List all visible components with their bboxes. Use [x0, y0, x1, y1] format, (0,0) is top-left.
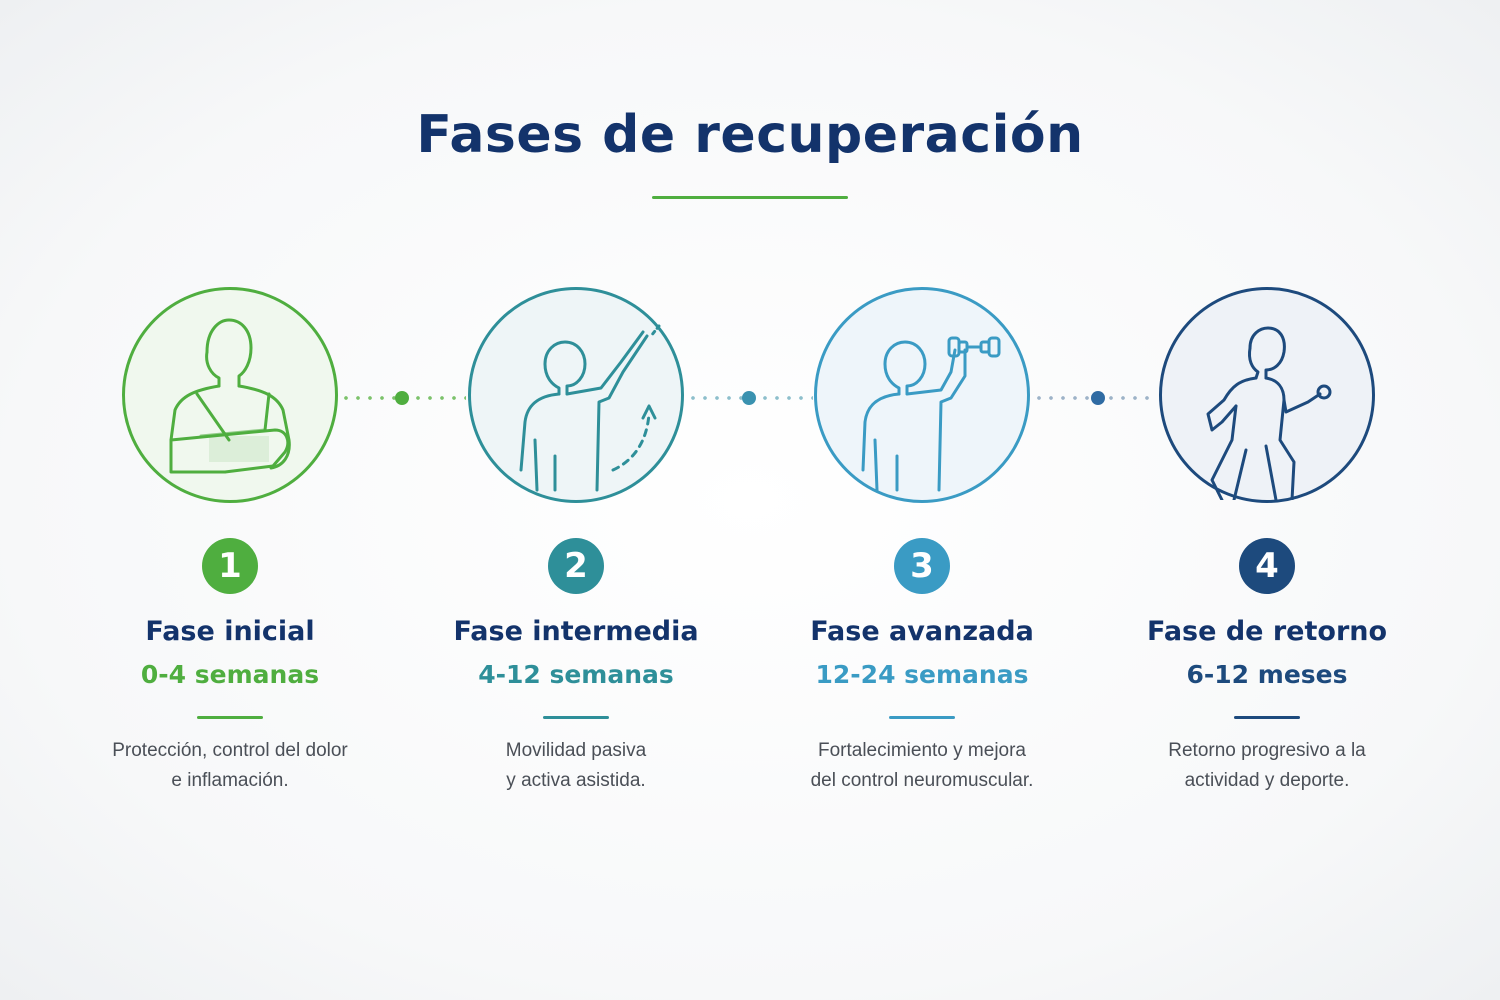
phase-2-duration: 4-12 semanas [478, 660, 674, 689]
phase-4-number-badge: 4 [1239, 538, 1295, 594]
phase-1-description: Protección, control del dolor e inflamac… [80, 736, 380, 796]
phase-4-divider [1234, 716, 1300, 719]
connector-dot-2 [742, 391, 756, 405]
phase-1-illustration [122, 287, 338, 503]
phase-2-divider [543, 716, 609, 719]
phase-2-name: Fase intermedia [453, 616, 699, 647]
connector-dot-1 [395, 391, 409, 405]
phase-3-duration: 12-24 semanas [815, 660, 1029, 689]
phase-2-description-line-1: Movilidad pasiva [505, 740, 647, 761]
phase-2-description-line-2: y activa asistida. [506, 770, 646, 791]
phase-3-description-line-1: Fortalecimiento y mejora [817, 740, 1027, 761]
phase-4-description-line-2: actividad y deporte. [1184, 770, 1350, 791]
phase-3-number-badge: 3 [894, 538, 950, 594]
page-title: Fases de recuperación [416, 105, 1084, 165]
phase-1-duration: 0-4 semanas [140, 660, 320, 689]
dumbbell-lift-icon [861, 336, 1001, 492]
phase-3-divider [889, 716, 955, 719]
title-underline [652, 196, 848, 199]
phase-4-description: Retorno progresivo a la actividad y depo… [1117, 736, 1417, 796]
phase-3-name: Fase avanzada [810, 616, 1034, 647]
running-person-icon [1206, 326, 1332, 500]
phase-3-description-line-2: del control neuromuscular. [810, 770, 1034, 791]
phase-4-illustration [1159, 287, 1375, 503]
phase-2-description: Movilidad pasiva y activa asistida. [426, 736, 726, 796]
phase-1-description-line-2: e inflamación. [171, 770, 289, 791]
connector-dot-3 [1091, 391, 1105, 405]
phase-4-duration: 6-12 meses [1186, 660, 1348, 689]
arm-sling-icon [169, 318, 291, 474]
arm-raise-icon [519, 324, 661, 492]
phase-1-description-line-1: Protección, control del dolor [112, 740, 348, 761]
phase-3-illustration [814, 287, 1030, 503]
phase-4-name: Fase de retorno [1146, 616, 1388, 647]
phase-1-name: Fase inicial [145, 616, 315, 647]
phase-3-description: Fortalecimiento y mejora del control neu… [772, 736, 1072, 796]
phase-2-illustration [468, 287, 684, 503]
phase-1-divider [197, 716, 263, 719]
phase-4-description-line-1: Retorno progresivo a la [1168, 740, 1366, 761]
phase-1-number-badge: 1 [202, 538, 258, 594]
phase-2-number-badge: 2 [548, 538, 604, 594]
